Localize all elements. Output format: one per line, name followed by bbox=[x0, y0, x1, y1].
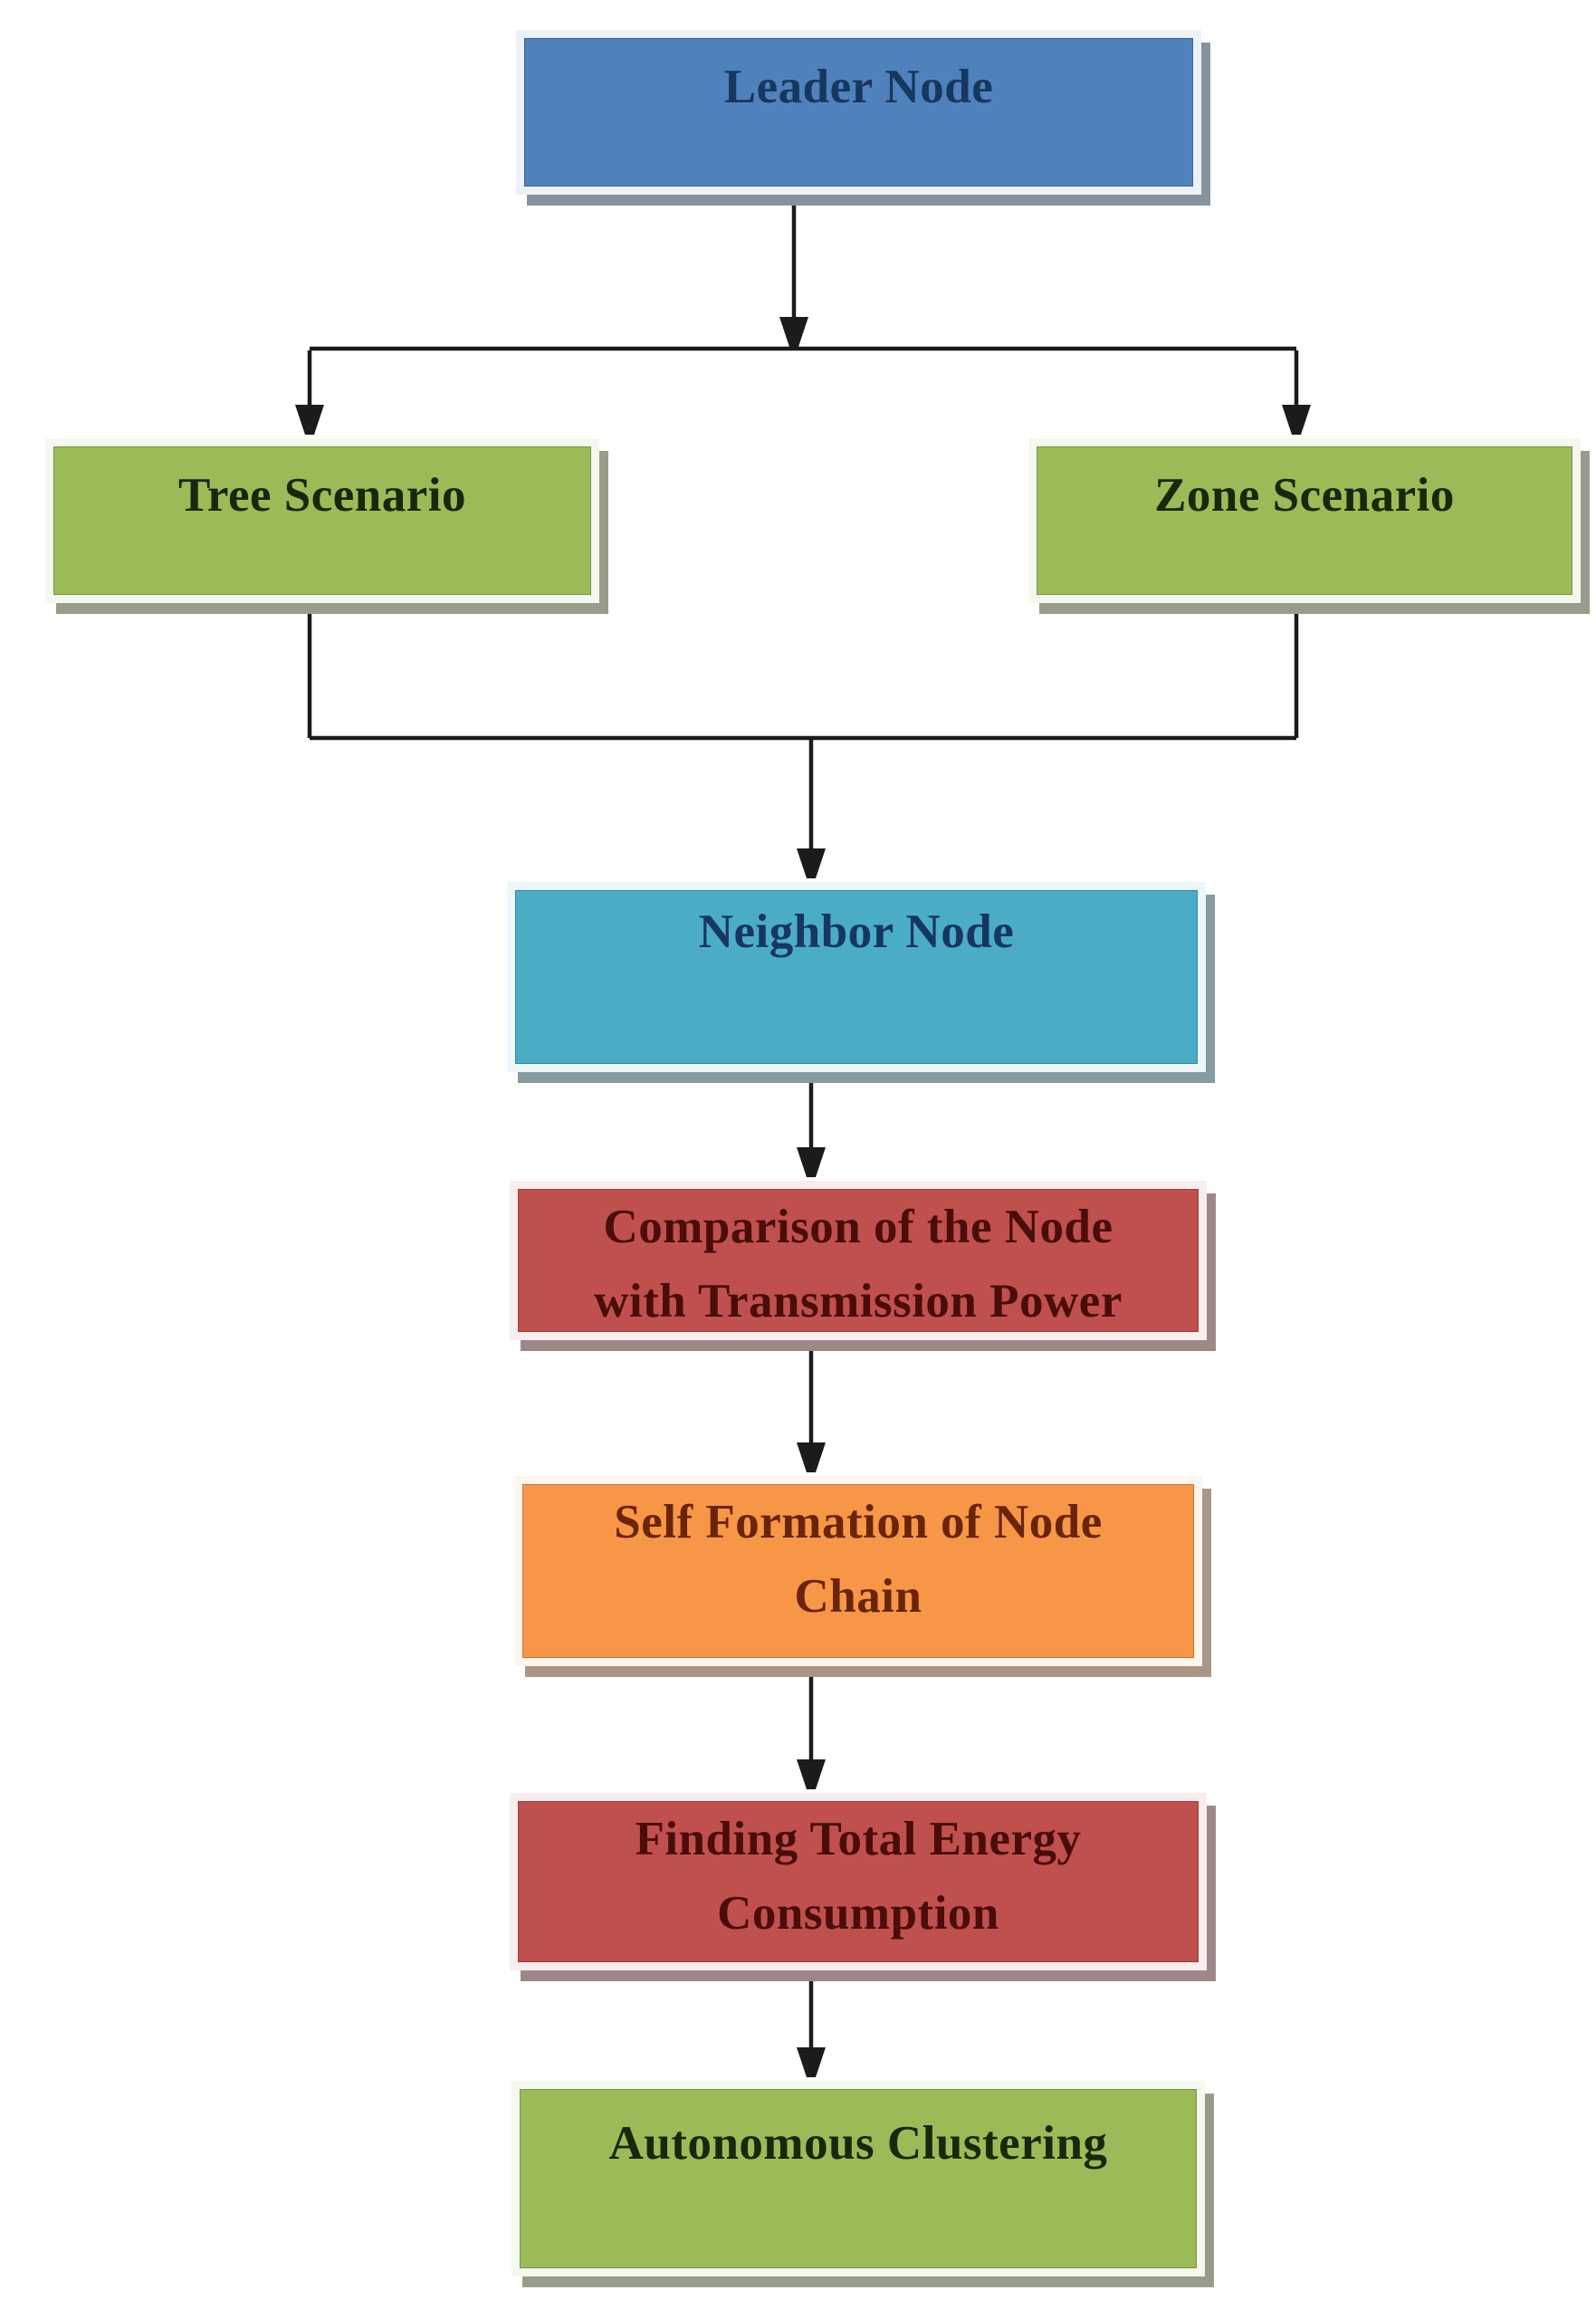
node-neighbor-node: Neighbor Node bbox=[507, 882, 1206, 1072]
edge-merge-to-neighbor bbox=[797, 740, 826, 878]
node-autonomous-clustering: Autonomous Clustering bbox=[511, 2081, 1205, 2276]
edge-leader-to-branch bbox=[779, 199, 808, 347]
node-leader-node: Leader Node bbox=[516, 30, 1201, 195]
node-label: Self Formation of Node Chain bbox=[522, 1484, 1194, 1658]
edge-self-formation-to-finding bbox=[797, 1672, 826, 1789]
node-label: Finding Total Energy Consumption bbox=[518, 1801, 1199, 1962]
node-label: Neighbor Node bbox=[515, 890, 1198, 1064]
node-finding-total-energy: Finding Total Energy Consumption bbox=[510, 1793, 1207, 1970]
node-label: Comparison of the Node with Transmission… bbox=[518, 1189, 1199, 1332]
edge-branch-to-zone bbox=[1282, 350, 1311, 435]
edge-comparison-to-self-formation bbox=[797, 1347, 826, 1472]
edge-branch-to-tree bbox=[295, 350, 324, 435]
arrowhead-icon bbox=[797, 1147, 826, 1177]
node-self-formation-node-chain: Self Formation of Node Chain bbox=[514, 1476, 1202, 1666]
node-label: Leader Node bbox=[524, 38, 1193, 187]
arrowhead-icon bbox=[295, 405, 324, 435]
edge-neighbor-to-comparison bbox=[797, 1078, 826, 1177]
arrowhead-icon bbox=[1282, 405, 1311, 435]
edge-finding-to-autonomous bbox=[797, 1978, 826, 2077]
node-label: Tree Scenario bbox=[53, 446, 591, 595]
arrowhead-icon bbox=[797, 2047, 826, 2077]
node-label: Autonomous Clustering bbox=[520, 2089, 1197, 2268]
node-zone-scenario: Zone Scenario bbox=[1028, 438, 1581, 603]
arrowhead-icon bbox=[797, 848, 826, 878]
node-label: Zone Scenario bbox=[1037, 446, 1572, 595]
arrowhead-icon bbox=[779, 317, 808, 347]
arrowhead-icon bbox=[797, 1759, 826, 1789]
arrowhead-icon bbox=[797, 1442, 826, 1472]
node-comparison-transmission-power: Comparison of the Node with Transmission… bbox=[510, 1181, 1207, 1340]
node-tree-scenario: Tree Scenario bbox=[45, 438, 599, 603]
